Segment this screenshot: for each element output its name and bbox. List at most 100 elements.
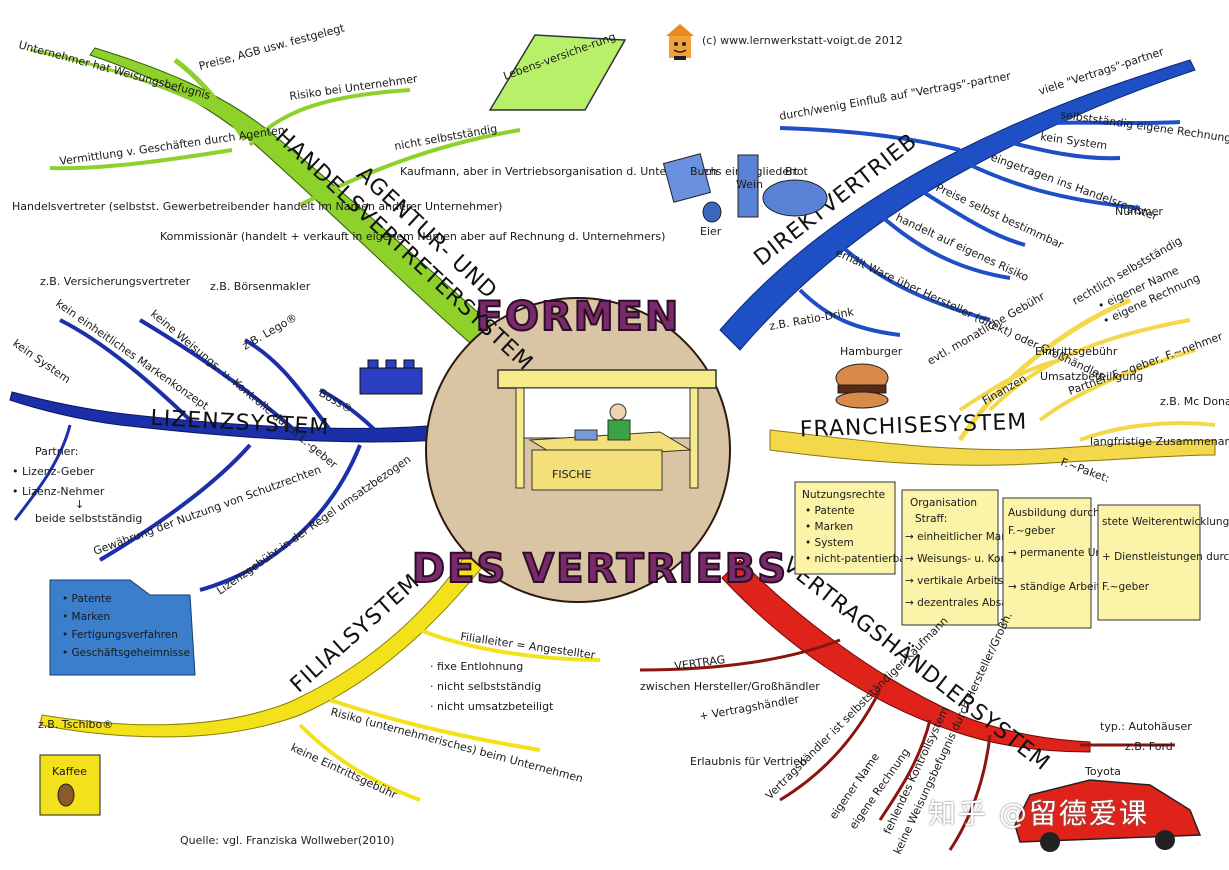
branch-filial-twig [419,628,601,662]
branch-franchise-twig [957,297,1131,442]
filial-item: · nicht umsatzbeteiligt [430,700,554,713]
franchise-box-3: Ausbildung durch F.~geber → permanente U… [1002,497,1163,629]
vertrag-item: Toyota [1084,765,1121,778]
agentur-item: Kommissionär (handelt + verkauft in eige… [160,230,665,243]
copyright-text[interactable]: (c) www.lernwerkstatt-voigt.de 2012 [702,33,903,47]
lizenz-item: kein einheitliches Markenkonzept [53,297,211,413]
branch-filial [39,547,489,738]
branch-vertragshaendler-twig [948,734,992,851]
fish-stall-illustration: FISCHE [497,369,717,491]
branch-agentur-twig [49,148,233,171]
food-label: Brot [785,165,809,178]
branch-filial-twig [298,723,421,802]
branch-direkt-twig [838,243,991,322]
branch-direkt-twig [878,213,1011,280]
center-title-top: FORMEN [476,294,681,340]
lizenz-item: kein System [10,337,73,386]
lizenz-item: beide selbstständig [35,512,142,525]
branch-franchise-label: FRANCHISESYSTEM [799,410,1027,443]
branch-lizenz-twig [59,318,202,432]
lizenz-item: • Lizenz-Nehmer [12,485,105,498]
branch-direkt-twig [959,158,1141,210]
branch-direkt [719,59,1196,351]
lizenz-item: z.B. Lego® [240,311,300,353]
branch-franchise-twig [988,318,1191,412]
lizenz-item: Partner: [35,445,79,458]
lizenz-item: Boss® [317,386,355,416]
direkt-item: durch/wenig Einfluß auf "Vertrags"-partn… [778,69,1012,123]
hamburger-illustration [835,363,889,409]
branch-direkt-twig [1019,120,1181,127]
branch-direkt-twig [999,138,1121,161]
food-label: Wein [736,178,763,191]
agentur-item: Handelsvertreter (selbstst. Gewerbetreib… [12,200,502,213]
source-note: Quelle: vgl. Franziska Wollweber(2010) [180,834,395,847]
lizenz-box-item: • Patente [62,593,112,605]
franchise-item: z.B. Mc Donalds [1160,395,1229,408]
franchise-box-text: Straff: [915,513,947,525]
vertrag-item: z.B. Ford [1125,740,1173,753]
filial-item: z.B. Tschibo® [38,718,113,731]
franchise-box-text: Ausbildung durch [1008,507,1100,519]
branch-agentur [89,47,499,351]
franchise-box-text: + Dienstleistungen durch [1102,551,1229,563]
filial-item: keine Eintrittsgebühr [289,741,400,802]
franchise-item: Hamburger [840,345,903,358]
lizenz-box-item: • Marken [62,611,110,623]
franchise-box-text: Nutzungsrechte [802,489,885,501]
franchise-item: Eintrittsgebühr [1035,345,1118,358]
copyright-header: (c) www.lernwerkstatt-voigt.de 2012 [664,20,903,60]
filial-item: Risiko (unternehmerisches) beim Unterneh… [329,705,584,785]
lizenz-rights-box: • Patente • Marken • Fertigungsverfahren… [49,579,196,676]
franchise-box-text: Organisation [910,497,977,509]
agentur-item: z.B. Versicherungsvertreter [40,275,191,288]
branch-franchise-twig [958,358,1061,412]
filial-item: · nicht selbstständig [430,680,541,693]
franchise-item: Finanzen [980,372,1029,408]
branch-direkt-twig [918,188,1026,247]
vertrag-item: Erlaubnis für Vertrieb [690,755,807,768]
branch-franchise [769,429,1216,466]
coffee-label: Kaffee [52,765,87,778]
direkt-item: z.B. Ratio-Drink [768,305,855,333]
center-title-bottom: DES VERTRIEBS [412,546,788,592]
branch-vertragshaendler-twig [878,719,932,821]
stall-sign: FISCHE [552,468,592,481]
agentur-item: Risiko bei Unternehmer [289,72,419,103]
branch-agentur-twig [29,48,251,132]
vertrag-item: zwischen Hersteller/Großhändler [640,680,820,693]
direkt-item: kein System [1040,130,1108,152]
branch-direkt-twig [779,126,961,152]
lizenz-item: ↓ [75,498,84,511]
branch-lizenz-twig [199,444,362,592]
branch-lizenz-twig [244,338,332,432]
branch-lizenz-twig [319,388,382,437]
franchise-item: langfristige Zusammenarbeit [1090,435,1229,448]
life-insurance-scroll: Lebens-versiche-rung [488,30,627,111]
branch-lizenz-twig [138,318,302,437]
branch-vertragshaendler [721,559,1091,753]
agentur-item: Preise, AGB usw. festgelegt [197,21,346,73]
franchise-box-text: F.~geber [1008,525,1056,537]
lizenz-box-item: • Geschäftsgeheimnisse [62,647,190,659]
branch-filial-twig [329,698,541,752]
lego-brick-illustration [359,359,423,395]
agentur-item: z.B. Börsenmakler [210,280,311,293]
coffee-package-illustration: Kaffee [39,754,101,816]
franchise-item: Umsatzbeteiligung [1040,370,1143,383]
branch-franchise-twig [1079,421,1216,442]
filial-item: · fixe Entlohnung [430,660,523,673]
branch-agentur-twig [299,128,521,207]
branch-agentur-twig [173,58,248,142]
food-label: Buch [690,165,718,178]
branch-lizenz-twig [13,424,72,521]
franchise-box-text: • Marken [805,521,853,533]
groceries-illustration: Buch Wein Brot Eier [662,153,828,238]
direkt-item: Nummer [1115,205,1163,218]
vertrag-item: + Vertragshändler [698,693,800,723]
franchise-box-text: F.~geber [1102,581,1150,593]
branch-franchise-twig [1038,348,1196,422]
car-illustration [1014,779,1202,852]
branch-direkt-twig [798,288,901,337]
